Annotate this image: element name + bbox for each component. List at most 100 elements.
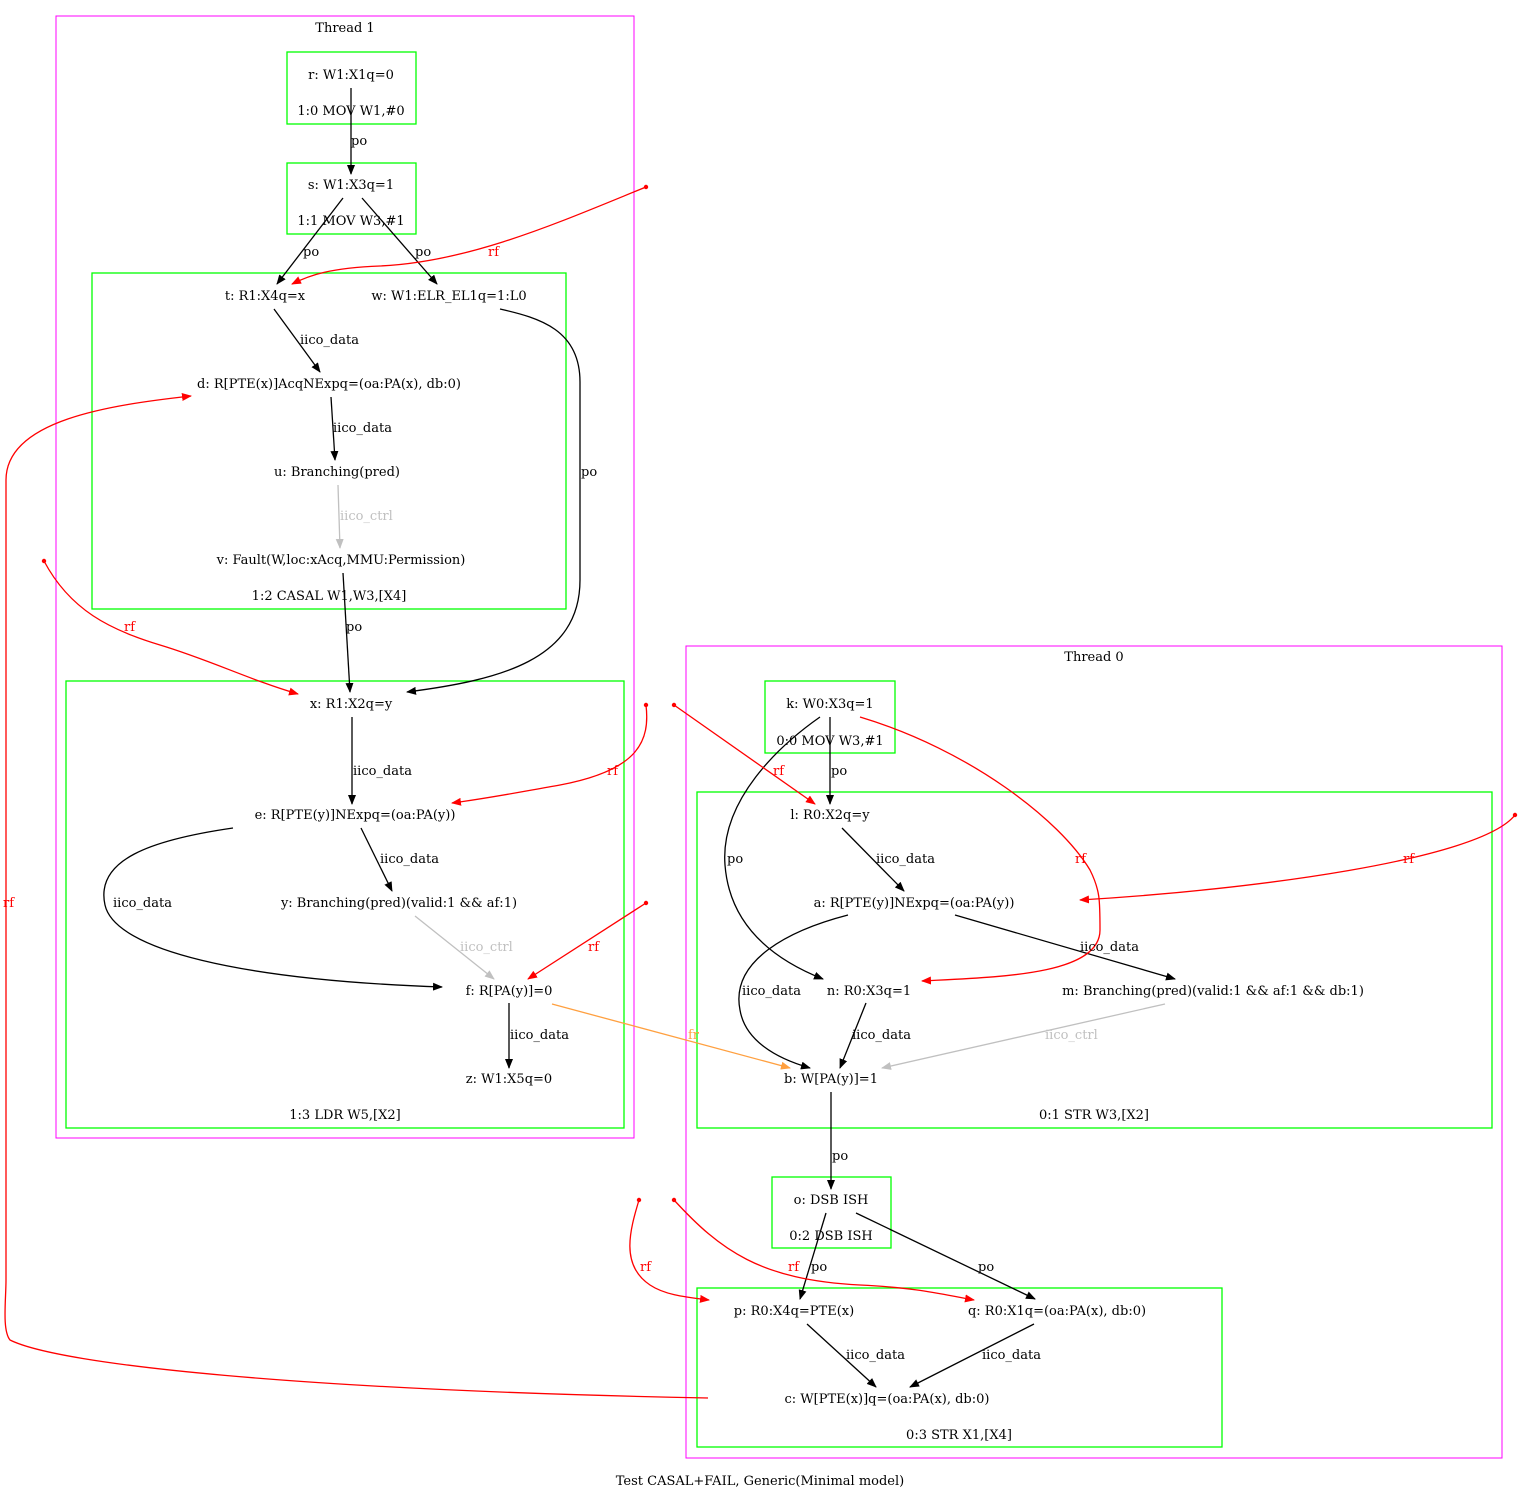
event-y: y: Branching(pred)(valid:1 && af:1) — [280, 896, 517, 911]
edge-init-t-rf — [291, 186, 647, 285]
event-z: z: W1:X5q=0 — [466, 1072, 552, 1087]
event-n: n: R0:X3q=1 — [827, 984, 911, 999]
rf-source-dot — [41, 558, 47, 564]
thread-0-box — [685, 645, 1503, 1459]
rf-source-dot — [643, 184, 649, 190]
edge-m-b-ctrl — [881, 1003, 1166, 1070]
instr-label-0-3: 0:3 STR X1,[X4] — [906, 1428, 1012, 1443]
edge-label-iico-data: iico_data — [510, 1028, 569, 1043]
event-v: v: Fault(W,loc:xAcq,MMU:Permission) — [216, 553, 466, 568]
event-b: b: W[PA(y)]=1 — [784, 1072, 878, 1087]
event-p: p: R0:X4q=PTE(x) — [734, 1304, 854, 1319]
instr-label-0-2: 0:2 DSB ISH — [789, 1229, 872, 1244]
edge-init-f-rf — [527, 902, 647, 980]
edge-y-f-ctrl — [414, 915, 495, 980]
edge-l-a-iico — [841, 827, 905, 892]
event-x: x: R1:X2q=y — [310, 697, 393, 712]
thread-0-label: Thread 0 — [1064, 650, 1123, 665]
edge-e-y-iico — [360, 827, 393, 892]
thread-1-cluster: Thread 1 — [55, 15, 635, 1139]
rf-source-dot — [671, 702, 677, 708]
edge-o-q-po — [855, 1212, 1036, 1300]
edge-init-l-rf — [673, 704, 816, 805]
edge-label-iico-data: iico_data — [300, 333, 359, 348]
edge-label-rf: rf — [640, 1260, 652, 1275]
graph-caption: Test CASAL+FAIL, Generic(Minimal model) — [616, 1474, 904, 1489]
edge-label-iico-ctrl: iico_ctrl — [340, 509, 393, 524]
instr-label-1-3: 1:3 LDR W5,[X2] — [289, 1108, 400, 1123]
edge-label-po: po — [727, 852, 743, 867]
edge-label-iico-data: iico_data — [113, 896, 172, 911]
edge-label-rf: rf — [1403, 852, 1415, 867]
event-w: w: W1:ELR_EL1q=1:L0 — [371, 289, 526, 304]
edge-k-n-po — [724, 716, 824, 980]
edge-label-po: po — [351, 134, 367, 149]
event-q: q: R0:X1q=(oa:PA(x), db:0) — [968, 1304, 1146, 1319]
edge-v-x-po — [342, 572, 354, 693]
instr-label-1-2: 1:2 CASAL W1,W3,[X4] — [252, 589, 407, 604]
edge-label-iico-data: iico_data — [333, 421, 392, 436]
edge-label-po: po — [581, 465, 597, 480]
edge-label-po: po — [978, 1260, 994, 1275]
edge-label-rf: rf — [788, 1260, 800, 1275]
event-f: f: R[PA(y)]=0 — [466, 984, 553, 999]
thread-1-label: Thread 1 — [315, 21, 374, 36]
edge-a-b-iico — [738, 914, 849, 1070]
rf-source-dot — [643, 900, 649, 906]
edge-label-iico-data: iico_data — [742, 984, 801, 999]
edge-init-e-rf — [451, 704, 648, 806]
edge-label-rf: rf — [1075, 852, 1087, 867]
event-s: s: W1:X3q=1 — [308, 178, 394, 193]
event-c: c: W[PTE(x)]q=(oa:PA(x), db:0) — [785, 1392, 990, 1407]
instr-box-1-3 — [65, 680, 625, 1129]
rf-source-dot — [636, 1197, 642, 1203]
edge-q-c-iico — [909, 1323, 1035, 1388]
edge-u-v-ctrl — [335, 484, 344, 549]
instr-box-0-3 — [696, 1287, 1223, 1448]
rf-source-dot — [643, 702, 649, 708]
edge-o-p-po — [798, 1212, 827, 1300]
edge-init-a-rf — [1079, 814, 1516, 904]
event-d: d: R[PTE(x)]AcqNExpq=(oa:PA(x), db:0) — [197, 377, 461, 392]
edge-d-u-iico — [330, 396, 339, 461]
event-r: r: W1:X1q=0 — [308, 68, 394, 83]
edge-label-po: po — [811, 1260, 827, 1275]
edge-label-iico-ctrl: iico_ctrl — [1045, 1028, 1098, 1043]
edge-label-rf: rf — [773, 764, 785, 779]
event-l: l: R0:X2q=y — [790, 808, 870, 823]
edge-s-w-po — [361, 197, 438, 285]
edge-p-c-iico — [806, 1323, 877, 1388]
edge-label-iico-data: iico_data — [380, 852, 439, 867]
edge-label-po: po — [303, 245, 319, 260]
edge-label-iico-data: iico_data — [852, 1028, 911, 1043]
edge-w-x-po — [406, 308, 581, 695]
edge-c-d-rf — [4, 393, 709, 1399]
edge-label-iico-data: iico_data — [353, 764, 412, 779]
edge-label-rf: rf — [124, 620, 136, 635]
edge-f-b-fr — [551, 1003, 791, 1070]
edge-t-d-iico — [273, 308, 321, 373]
edge-label-iico-data: iico_data — [846, 1348, 905, 1363]
rf-source-dot — [1512, 812, 1518, 818]
event-o: o: DSB ISH — [794, 1193, 869, 1208]
event-u: u: Branching(pred) — [274, 465, 400, 480]
edge-k-n-rf — [859, 716, 1101, 985]
edge-label-iico-ctrl: iico_ctrl — [460, 940, 513, 955]
thread-1-box — [55, 15, 635, 1139]
edge-label-fr: fr — [688, 1028, 700, 1043]
edge-label-po: po — [346, 620, 362, 635]
event-e: e: R[PTE(y)]NExpq=(oa:PA(y)) — [255, 808, 456, 823]
thread-0-cluster: Thread 0 — [685, 645, 1503, 1459]
event-k: k: W0:X3q=1 — [786, 697, 873, 712]
instr-label-1-1: 1:1 MOV W3,#1 — [297, 214, 404, 229]
edge-label-po: po — [831, 764, 847, 779]
edge-label-iico-data: iico_data — [982, 1348, 1041, 1363]
edge-label-po: po — [832, 1149, 848, 1164]
edge-init-q-rf — [673, 1199, 975, 1303]
edge-label-po: po — [415, 245, 431, 260]
edge-init-x-rf — [43, 560, 299, 696]
rf-source-dot — [671, 1197, 677, 1203]
instr-label-0-1: 0:1 STR W3,[X2] — [1039, 1108, 1149, 1123]
edge-n-b-iico — [839, 1002, 867, 1069]
